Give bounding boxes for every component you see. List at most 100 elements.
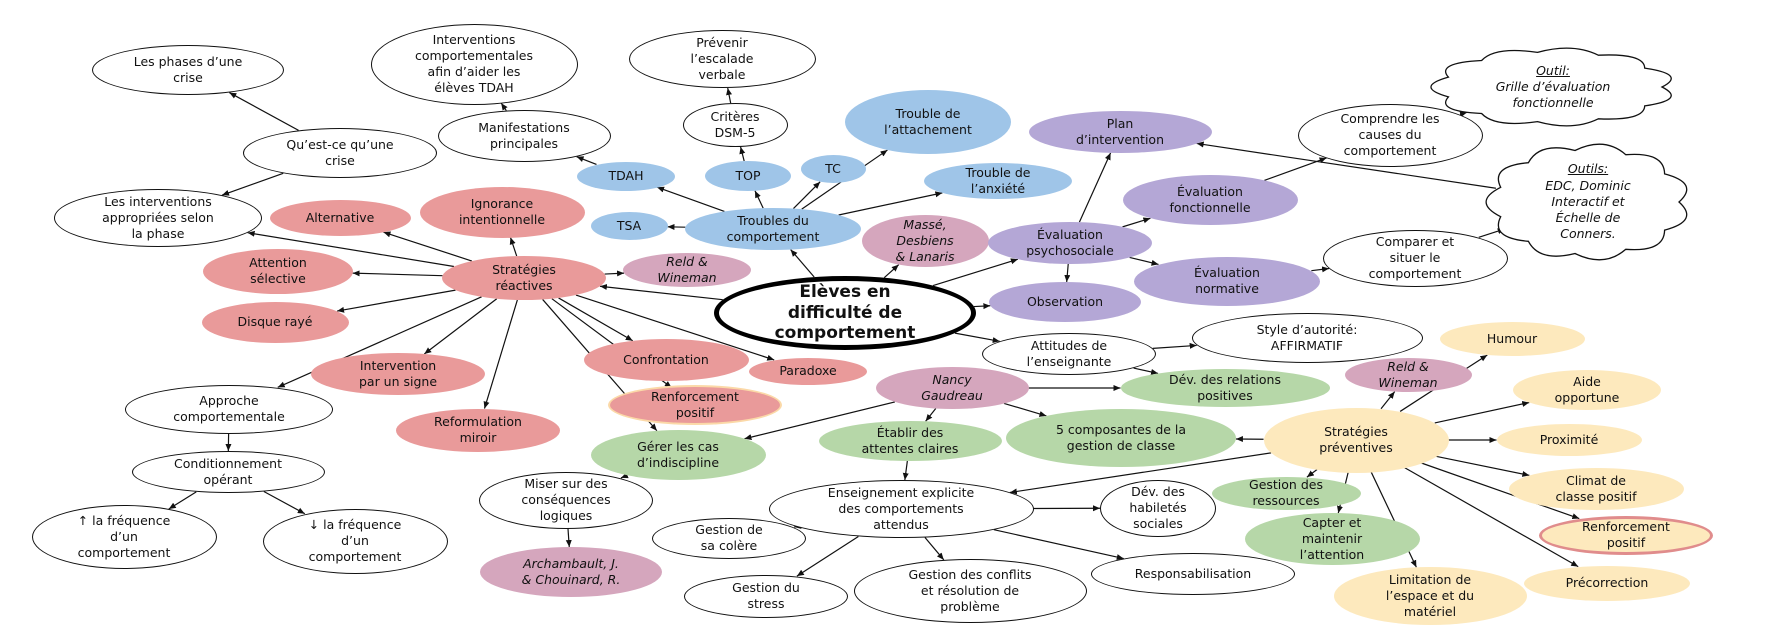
arrow-eval_psy-to-eval_norm: [1129, 256, 1159, 266]
cloud-shape-icon: [1430, 47, 1672, 127]
node-freq-up: ↑ la fréquence d’un comportement: [31, 505, 217, 569]
node-label: Évaluation normative: [1194, 264, 1260, 296]
node-label: TOP: [735, 167, 761, 183]
node-label: Critères DSM-5: [710, 108, 760, 140]
arrow-troubles_comp-to-tc: [793, 181, 821, 209]
node-label: Gérer les cas d’indiscipline: [636, 438, 720, 470]
arrow-eleves-to-eval_psy: [932, 258, 1019, 287]
node-tc: TC: [800, 155, 866, 183]
node-nancy: Nancy Gaudreau: [875, 367, 1029, 409]
node-gestion-ress: Gestion des ressources: [1211, 476, 1361, 510]
node-attitudes: Attitudes de l’enseignante: [982, 333, 1156, 375]
node-quest: Qu’est-ce qu’une crise: [243, 128, 437, 178]
arrow-enseignement-to-gestion_stress: [796, 535, 859, 577]
arrow-tdah-to-manif: [576, 156, 597, 165]
node-paradoxe: Paradoxe: [749, 357, 867, 385]
node-reld2: Reld & Wineman: [1344, 358, 1472, 392]
node-renf1: Renforcement positif: [610, 387, 780, 423]
node-label: Dév. des relations positives: [1169, 371, 1281, 403]
arrow-miser-to-archambault: [565, 528, 572, 548]
node-label: Renforcement positif: [1582, 518, 1670, 550]
arrow-troubles_comp-to-top: [754, 190, 764, 209]
arrow-criteres-to-prevenir: [726, 87, 732, 104]
node-relations: Dév. des relations positives: [1120, 369, 1330, 407]
node-label: Manifestations principales: [478, 119, 570, 151]
arrow-troubles_comp-to-tdah: [656, 186, 725, 213]
node-label: Gestion du stress: [732, 579, 800, 611]
node-cinq: 5 composantes de la gestion de classe: [1006, 409, 1236, 467]
node-label: Conditionnement opérant: [174, 455, 282, 487]
arrow-gerer-to-miser: [620, 472, 629, 479]
node-label: Attitudes de l’enseignante: [1026, 337, 1112, 369]
node-tsa: TSA: [590, 212, 668, 240]
node-les-interv: Les interventions appropriées selon la p…: [54, 189, 262, 247]
node-alternative: Alternative: [269, 200, 411, 236]
node-label: Les interventions appropriées selon la p…: [102, 193, 214, 242]
arrow-strat_prev-to-climat: [1435, 455, 1530, 477]
arrow-strat_prev-to-renf2: [1421, 462, 1580, 520]
node-label: Gestion des conflits et résolution de pr…: [908, 566, 1032, 615]
node-limitation: Limitation de l’espace et du matériel: [1333, 567, 1527, 625]
node-label: Climat de classe positif: [1555, 472, 1637, 504]
cloud-text: Grille d’évaluation fonctionnelle: [1495, 78, 1611, 111]
node-label: Stratégies réactives: [492, 261, 556, 293]
node-aide: Aide opportune: [1513, 370, 1661, 410]
node-eval-fonct: Évaluation fonctionnelle: [1122, 175, 1298, 225]
node-comprendre: Comprendre les causes du comportement: [1297, 103, 1483, 167]
cloud-title: Outils:: [1567, 161, 1609, 177]
node-criteres: Critères DSM-5: [682, 103, 788, 147]
node-top: TOP: [705, 161, 791, 191]
node-proximite: Proximité: [1496, 424, 1642, 456]
node-eval-norm: Évaluation normative: [1134, 256, 1320, 306]
node-label: Disque rayé: [237, 313, 313, 329]
node-eleves: Elèves en difficulté de comportement: [714, 276, 976, 350]
node-label: Trouble de l’anxiété: [965, 164, 1031, 196]
node-masse: Massé, Desbiens & Lanaris: [861, 215, 989, 267]
node-label: Limitation de l’espace et du matériel: [1385, 571, 1475, 620]
arrow-eleves-to-attitudes: [954, 332, 1000, 344]
node-tdah: TDAH: [577, 161, 675, 191]
node-label: Dév. des habiletés sociales: [1129, 483, 1187, 532]
node-label: Comparer et situer le comportement: [1368, 233, 1462, 282]
arrow-strat_prev-to-aide: [1434, 401, 1530, 424]
node-attention: Attention sélective: [203, 248, 353, 294]
arrow-strat_react-to-attention: [352, 270, 443, 277]
node-etablir: Établir des attentes claires: [818, 421, 1002, 461]
node-conditionnement: Conditionnement opérant: [131, 451, 325, 493]
node-label: Plan d’intervention: [1076, 115, 1164, 147]
arrow-strat_react-to-reformulation: [483, 299, 518, 409]
node-strat-prev: Stratégies préventives: [1263, 407, 1449, 473]
node-confrontation: Confrontation: [583, 339, 749, 381]
node-trouble-attach: Trouble de l’attachement: [845, 90, 1011, 154]
node-label: Capter et maintenir l’attention: [1299, 514, 1365, 563]
node-label: Observation: [1026, 293, 1104, 309]
node-conflits: Gestion des conflits et résolution de pr…: [853, 559, 1087, 623]
node-label: Évaluation psychosociale: [1026, 226, 1114, 258]
node-label: ↑ la fréquence d’un comportement: [77, 512, 171, 561]
node-label: Miser sur des conséquences logiques: [521, 475, 611, 524]
node-label: Archambault, J. & Chouinard, R.: [521, 555, 621, 587]
arrow-enseignement-to-respons: [993, 529, 1124, 560]
node-label: Responsabilisation: [1134, 565, 1252, 581]
arrow-eval_psy-to-plan: [1078, 152, 1112, 223]
node-ignorance: Ignorance intentionnelle: [419, 186, 585, 238]
node-label: Troubles du comportement: [726, 212, 820, 244]
node-label: ↓ la fréquence d’un comportement: [308, 516, 402, 565]
node-label: Attention sélective: [249, 254, 307, 286]
arrow-attitudes-to-style: [1152, 342, 1197, 349]
node-label: Les phases d’une crise: [133, 53, 243, 85]
cloud-text: EDC, Dominic Interactif et Échelle de Co…: [1545, 177, 1631, 242]
node-approche: Approche comportementale: [125, 384, 333, 434]
node-respons: Responsabilisation: [1091, 553, 1295, 595]
node-label: Qu’est-ce qu’une crise: [286, 136, 394, 168]
arrow-nancy-to-cinq: [1003, 402, 1047, 417]
node-label: Proximité: [1539, 431, 1599, 447]
arrow-manif-to-interv_tdah: [500, 102, 508, 111]
arrow-eval_psy-to-eval_fonct: [1122, 217, 1151, 228]
arrow-eval_psy-to-observation: [1064, 263, 1071, 283]
node-cloud1: Outil:Grille d’évaluation fonctionnelle: [1430, 47, 1672, 127]
node-label: Renforcement positif: [651, 388, 739, 420]
node-comparer: Comparer et situer le comportement: [1322, 229, 1508, 287]
node-archambault: Archambault, J. & Chouinard, R.: [480, 547, 662, 597]
